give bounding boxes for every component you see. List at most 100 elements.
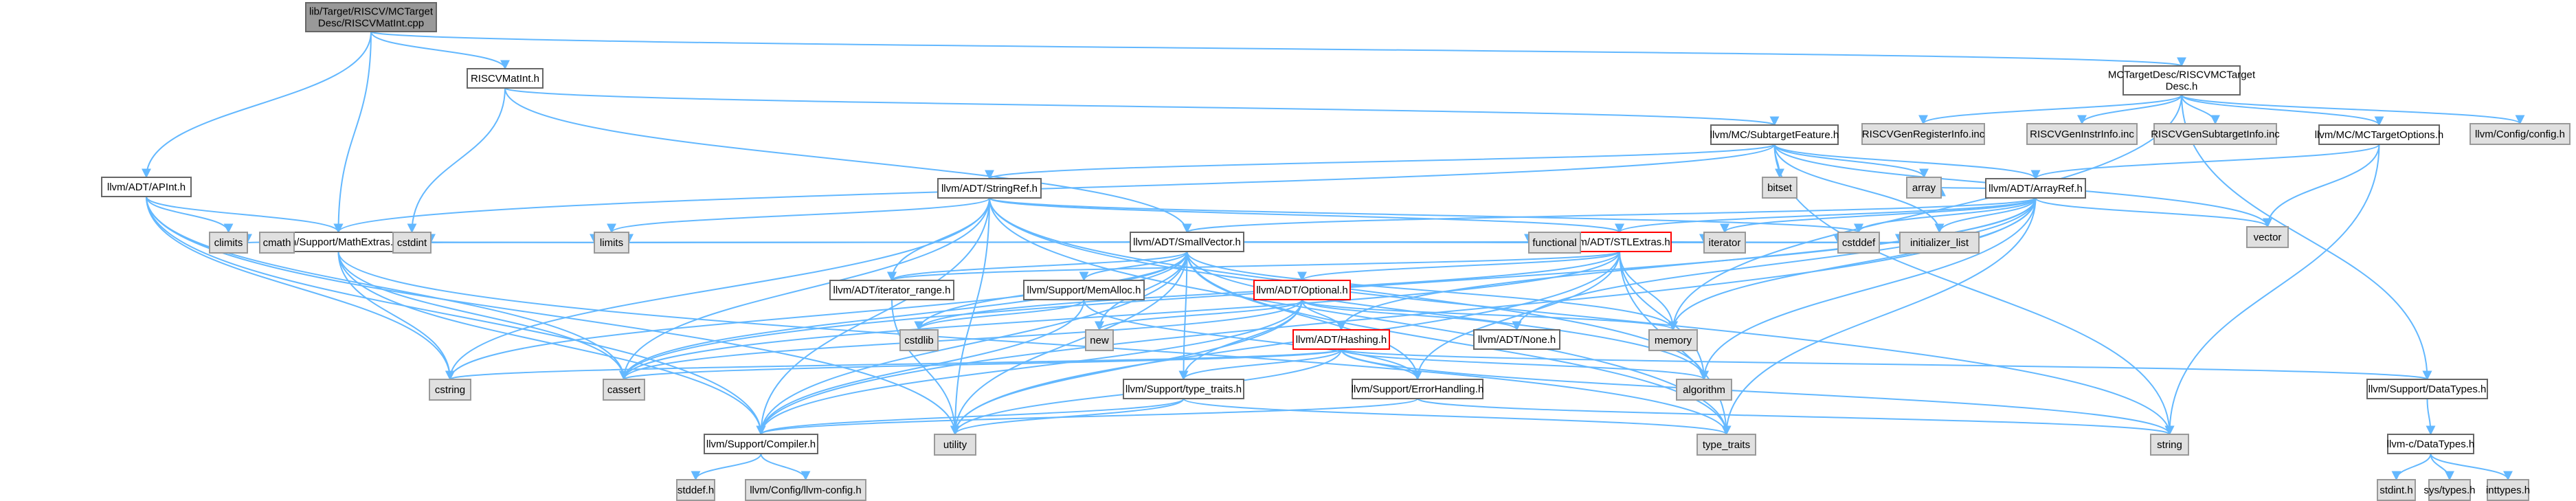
- node-label: llvm/Support/MemAlloc.h: [1027, 285, 1141, 296]
- edge-hashing-to-type-traits-h: [1178, 348, 1342, 381]
- graph-node-errorhandling[interactable]: llvm/Support/ErrorHandling.h: [1352, 379, 1484, 399]
- edge-type-traits-h-to-type-traits: [1183, 398, 1732, 436]
- node-box: [1473, 329, 1560, 350]
- edge-mathextras-to-compiler: [337, 251, 766, 436]
- graph-node-llvmc-datatypes[interactable]: llvm-c/DataTypes.h: [2387, 434, 2475, 454]
- graph-node-iterator: iterator: [1703, 232, 1746, 254]
- graph-node-new: new: [1085, 329, 1114, 351]
- edge-smallvector-to-utility: [950, 251, 1188, 436]
- node-label: llvm/Support/DataTypes.h: [2368, 383, 2487, 395]
- node-label: string: [2157, 439, 2182, 451]
- graph-node-initializer-list: initializer_list: [1899, 232, 1980, 254]
- node-box: [934, 434, 976, 456]
- graph-node-vector: vector: [2246, 226, 2289, 248]
- graph-node-climits: climits: [209, 232, 248, 254]
- node-label: initializer_list: [1910, 237, 1969, 249]
- node-label: limits: [600, 237, 623, 249]
- edge-errorhandling-to-compiler: [756, 398, 1418, 436]
- graph-node-apint[interactable]: llvm/ADT/APInt.h: [101, 177, 192, 197]
- graph-node-riscvmatint-h[interactable]: RISCVMatInt.h: [467, 68, 544, 89]
- edge-arrayref-to-vector: [2035, 197, 2272, 228]
- graph-node-stringref[interactable]: llvm/ADT/StringRef.h: [937, 178, 1042, 199]
- edge-mctargetdesc-h-to-datatypes: [2181, 94, 2432, 381]
- edge-stlextras-to-iterator-range: [887, 251, 1620, 282]
- edge-subtargetfeature-to-stringref: [985, 144, 1776, 180]
- graph-node-none[interactable]: llvm/ADT/None.h: [1473, 329, 1560, 350]
- node-label: new: [1090, 335, 1109, 346]
- edge-compiler-to-stddef: [691, 453, 762, 481]
- edge-arrayref-to-cstddef: [1854, 197, 2037, 234]
- node-label: stddef.h: [677, 485, 714, 496]
- graph-node-iterator-range[interactable]: llvm/ADT/iterator_range.h: [829, 280, 954, 300]
- edge-mctargetdesc-h-to-subtargetinfo: [2181, 94, 2220, 125]
- edge-hashing-to-cstring: [445, 348, 1342, 381]
- edge-arrayref-to-iterator: [1720, 197, 2037, 234]
- node-label: vector: [2254, 232, 2282, 243]
- node-label: RISCVGenRegisterInfo.inc: [1862, 129, 1985, 140]
- node-label: algorithm: [1683, 384, 1725, 396]
- graph-node-stlextras[interactable]: llvm/ADT/STLExtras.h: [1567, 232, 1672, 252]
- node-box: [392, 232, 432, 254]
- edge-llvmc-datatypes-to-stdint: [2391, 453, 2432, 481]
- node-box: [937, 178, 1042, 199]
- graph-node-functional: functional: [1528, 232, 1581, 254]
- node-label: llvm/MC/MCTargetOptions.h: [2315, 129, 2444, 141]
- graph-node-cstdlib: cstdlib: [899, 329, 939, 351]
- node-box: [2153, 123, 2277, 145]
- graph-node-root[interactable]: lib/Target/RISCV/MCTargetDesc/RISCVMatIn…: [305, 2, 437, 32]
- graph-node-cstring: cstring: [429, 379, 471, 401]
- node-box: [2366, 379, 2488, 399]
- edge-smallvector-to-algorithm: [1186, 251, 1709, 381]
- edge-stlextras-to-optional: [1297, 251, 1620, 282]
- node-box: [467, 68, 544, 89]
- node-label: type_traits: [1703, 439, 1750, 451]
- edge-riscvmatint-h-to-cstdint: [407, 87, 506, 234]
- edge-apint-to-compiler: [146, 196, 766, 436]
- edge-root-to-riscvmatint-h: [370, 31, 510, 70]
- edge-root-to-apint: [142, 31, 372, 179]
- edge-datatypes-to-llvmc-datatypes: [2426, 398, 2436, 436]
- graph-node-subtargetinfo: RISCVGenSubtargetInfo.inc: [2151, 123, 2280, 145]
- edge-optional-to-none: [1301, 299, 1522, 331]
- node-box: [1906, 177, 1942, 199]
- graph-node-memalloc[interactable]: llvm/Support/MemAlloc.h: [1023, 280, 1145, 300]
- node-box: [1696, 434, 1756, 456]
- edge-stringref-to-utility: [950, 197, 990, 436]
- edge-stringref-to-cassert: [619, 197, 990, 381]
- graph-node-compiler[interactable]: llvm/Support/Compiler.h: [704, 434, 818, 454]
- edge-stringref-to-cstddef: [989, 197, 1863, 234]
- node-label: functional: [1532, 237, 1576, 249]
- graph-node-subtargetfeature[interactable]: llvm/MC/SubtargetFeature.h: [1710, 124, 1839, 145]
- node-label: cstdlib: [904, 335, 934, 346]
- node-label: llvm/ADT/StringRef.h: [941, 183, 1038, 194]
- graph-node-mctargetoptions[interactable]: llvm/MC/MCTargetOptions.h: [2315, 124, 2444, 145]
- node-label: cassert: [607, 384, 641, 396]
- node-label: inttypes.h: [2486, 485, 2530, 496]
- node-box: [1676, 379, 1732, 401]
- graph-node-optional[interactable]: llvm/ADT/Optional.h: [1253, 280, 1351, 300]
- edge-compiler-to-llvm-config: [760, 453, 811, 481]
- graph-node-type-traits-h[interactable]: llvm/Support/type_traits.h: [1123, 379, 1244, 399]
- graph-node-smallvector[interactable]: llvm/ADT/SmallVector.h: [1130, 232, 1244, 252]
- edge-mctargetoptions-to-string: [2164, 144, 2380, 436]
- edge-optional-to-memory: [1301, 299, 1678, 331]
- edge-mctargetdesc-h-to-config: [2181, 94, 2525, 125]
- edge-smallvector-to-cassert: [619, 251, 1188, 381]
- node-box: [745, 479, 866, 501]
- graph-node-datatypes[interactable]: llvm/Support/DataTypes.h: [2366, 379, 2488, 399]
- node-box: [829, 280, 954, 300]
- node-label: llvm/Support/type_traits.h: [1125, 383, 1242, 395]
- node-label: RISCVMatInt.h: [471, 73, 539, 85]
- graph-node-mathextras[interactable]: llvm/Support/MathExtras.h: [278, 232, 399, 252]
- node-label: utility: [943, 439, 967, 451]
- node-label: llvm/Config/llvm-config.h: [750, 485, 862, 496]
- node-label: llvm/ADT/None.h: [1478, 334, 1556, 346]
- graph-node-algorithm: algorithm: [1676, 379, 1732, 401]
- graph-node-arrayref[interactable]: llvm/ADT/ArrayRef.h: [1985, 178, 2086, 199]
- edge-llvmc-datatypes-to-inttypes: [2430, 453, 2513, 481]
- edge-arrayref-to-memory: [1668, 197, 2037, 331]
- graph-node-hashing[interactable]: llvm/ADT/Hashing.h: [1292, 329, 1390, 350]
- edge-memalloc-to-errorhandling: [1083, 299, 1422, 381]
